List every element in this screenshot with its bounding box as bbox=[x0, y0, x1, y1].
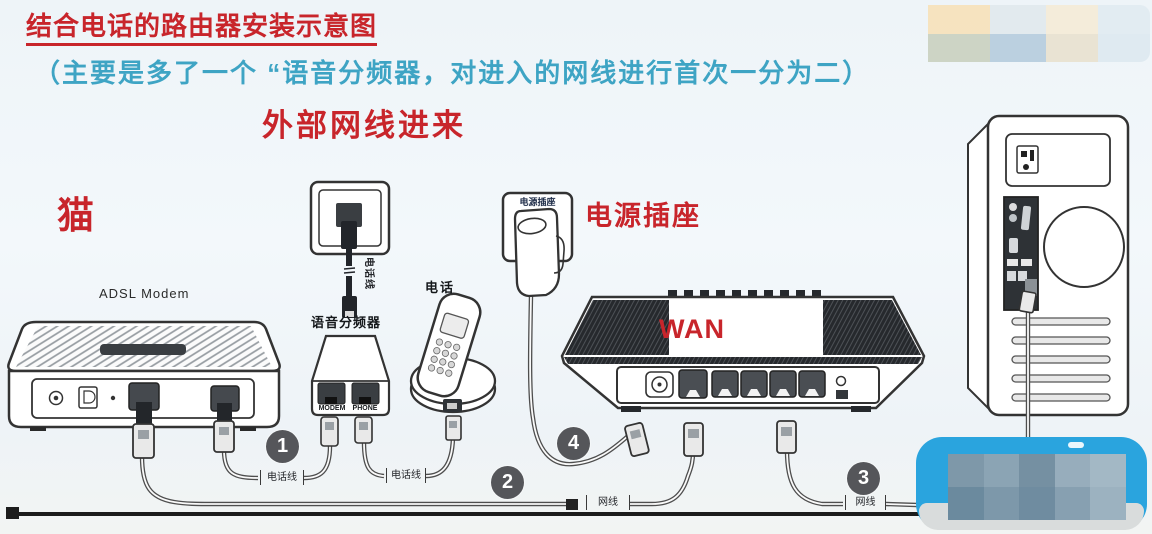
splitter-port-modem-label: MODEM bbox=[318, 404, 346, 412]
cable-label-net-line-2: 网线 bbox=[845, 495, 886, 510]
floor-line bbox=[6, 507, 920, 519]
router-drawing bbox=[560, 290, 926, 412]
outlet-plate-label: 电源插座 bbox=[519, 197, 556, 207]
phone-label: 电话 bbox=[425, 280, 456, 295]
step-badge-1: 1 bbox=[266, 430, 299, 463]
phone-drawing bbox=[409, 292, 497, 441]
page-subtitle: （主要是多了一个 “语音分频器，对进入的网线进行首次一分为二） bbox=[34, 58, 871, 88]
pixelated-watermark-blob bbox=[916, 437, 1147, 530]
wall-jack-drawing bbox=[309, 180, 391, 318]
splitter-drawing bbox=[310, 334, 391, 447]
external-line-callout: 外部网线进来 bbox=[262, 108, 466, 143]
modem-label-cn: 猫 bbox=[57, 195, 94, 236]
adsl-modem-drawing bbox=[7, 320, 281, 459]
cable-label-phone-line-1: 电话线 bbox=[260, 470, 304, 485]
outlet-drawing bbox=[501, 191, 574, 298]
router-ports bbox=[678, 369, 826, 399]
lan-cable-plug bbox=[776, 420, 797, 454]
cable-label-net-line-1: 网线 bbox=[586, 495, 630, 510]
modem-label-en: ADSL Modem bbox=[99, 286, 190, 301]
computer-cable bbox=[1018, 290, 1037, 444]
wan-label: WAN bbox=[659, 314, 725, 344]
cable-label-phone-line-2: 电话线 bbox=[386, 468, 426, 483]
page-title: 结合电话的路由器安装示意图 bbox=[26, 13, 378, 46]
step-badge-4: 4 bbox=[557, 427, 590, 460]
outlet-label: 电源插座 bbox=[585, 201, 701, 231]
blob-mosaic bbox=[948, 454, 1126, 520]
splitter-port-phone-label: PHONE bbox=[352, 404, 378, 412]
cables bbox=[139, 295, 918, 510]
computer-tower-drawing bbox=[967, 114, 1130, 417]
step-badge-3: 3 bbox=[847, 462, 880, 495]
step-badge-2: 2 bbox=[491, 466, 524, 499]
blob-highlight bbox=[1068, 442, 1084, 448]
wan-cable-plug bbox=[683, 422, 704, 457]
incoming-cable-label: 电话线 bbox=[363, 257, 374, 290]
power-plug bbox=[624, 422, 650, 457]
pixelated-watermark-top bbox=[928, 5, 1150, 62]
splitter-label: 语音分频器 bbox=[310, 315, 381, 330]
